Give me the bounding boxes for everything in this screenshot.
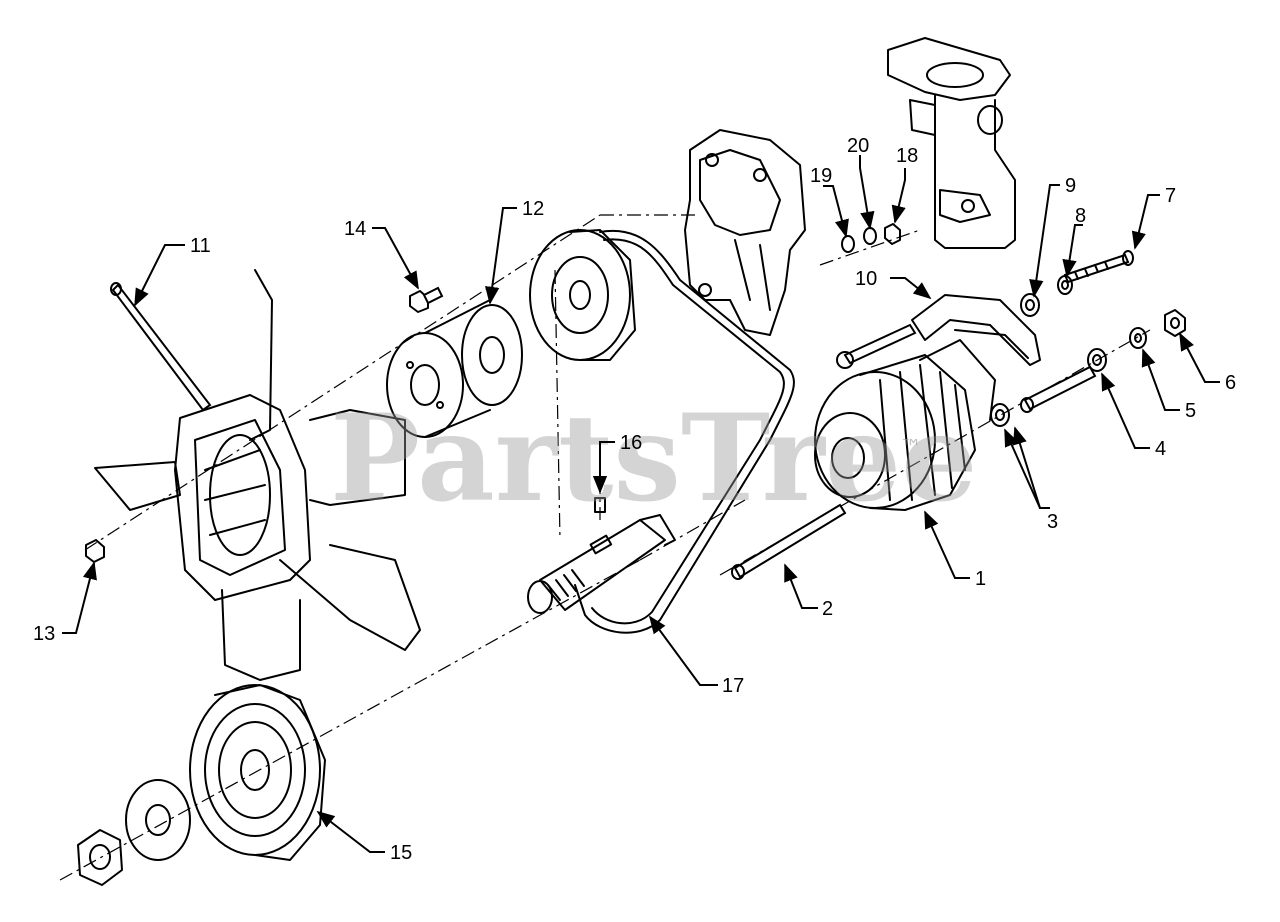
fan-spacer — [386, 299, 523, 438]
bolt-part-7 — [1063, 250, 1134, 284]
alternator — [814, 339, 996, 511]
water-pump-housing — [684, 129, 806, 336]
callout-2: 2 — [822, 598, 833, 620]
bolt-part-2 — [731, 503, 847, 580]
callout-labels: 1 2 3 4 5 6 7 8 9 10 11 12 13 14 15 16 1… — [33, 135, 1236, 864]
thermostat-housing — [887, 37, 1016, 249]
nut-part-6 — [1164, 309, 1186, 337]
callout-6: 6 — [1225, 372, 1236, 394]
callout-4: 4 — [1155, 438, 1166, 460]
callout-8: 8 — [1075, 205, 1086, 227]
adjusting-bracket — [911, 294, 1041, 366]
v-belt — [574, 229, 795, 634]
callout-1: 1 — [975, 568, 986, 590]
callout-7: 7 — [1165, 185, 1176, 207]
pivot-bolt — [836, 323, 917, 369]
callout-18: 18 — [896, 145, 918, 167]
callout-13: 13 — [33, 623, 55, 645]
crank-nut — [77, 829, 123, 886]
crankshaft — [527, 514, 676, 614]
leader-lines — [62, 155, 1220, 853]
callout-16: 16 — [620, 432, 642, 454]
spacers-part-3 — [990, 403, 1010, 427]
bolt-part-13 — [85, 539, 105, 563]
partstree-watermark: PartsTree ™ — [330, 388, 977, 529]
water-pump-pulley — [529, 229, 636, 361]
rod-part-11 — [110, 282, 212, 412]
washer-part-4 — [1087, 348, 1107, 372]
callout-10: 10 — [855, 268, 877, 290]
callout-11: 11 — [190, 235, 211, 257]
callout-17: 17 — [722, 675, 744, 697]
crank-washer — [125, 779, 191, 861]
lockwasher-part-5 — [1129, 327, 1147, 349]
watermark-trademark: ™ — [900, 436, 922, 461]
callout-20: 20 — [847, 135, 869, 157]
hardware-parts-18-19-20 — [841, 223, 901, 253]
woodruff-key — [594, 497, 606, 513]
bolt-part-4 — [1020, 365, 1097, 413]
callout-19: 19 — [810, 165, 832, 187]
callout-9: 9 — [1065, 175, 1076, 197]
callout-5: 5 — [1185, 400, 1196, 422]
watermark-text: PartsTree — [330, 388, 977, 529]
callout-12: 12 — [522, 198, 544, 220]
crank-pulley — [189, 684, 326, 861]
callout-3: 3 — [1047, 511, 1058, 533]
callout-15: 15 — [390, 842, 412, 864]
washer-part-9 — [1020, 293, 1040, 317]
lockwasher-part-8 — [1057, 275, 1073, 295]
callout-14: 14 — [344, 218, 366, 240]
cooling-fan — [94, 269, 421, 681]
bolt-part-14 — [409, 286, 444, 313]
